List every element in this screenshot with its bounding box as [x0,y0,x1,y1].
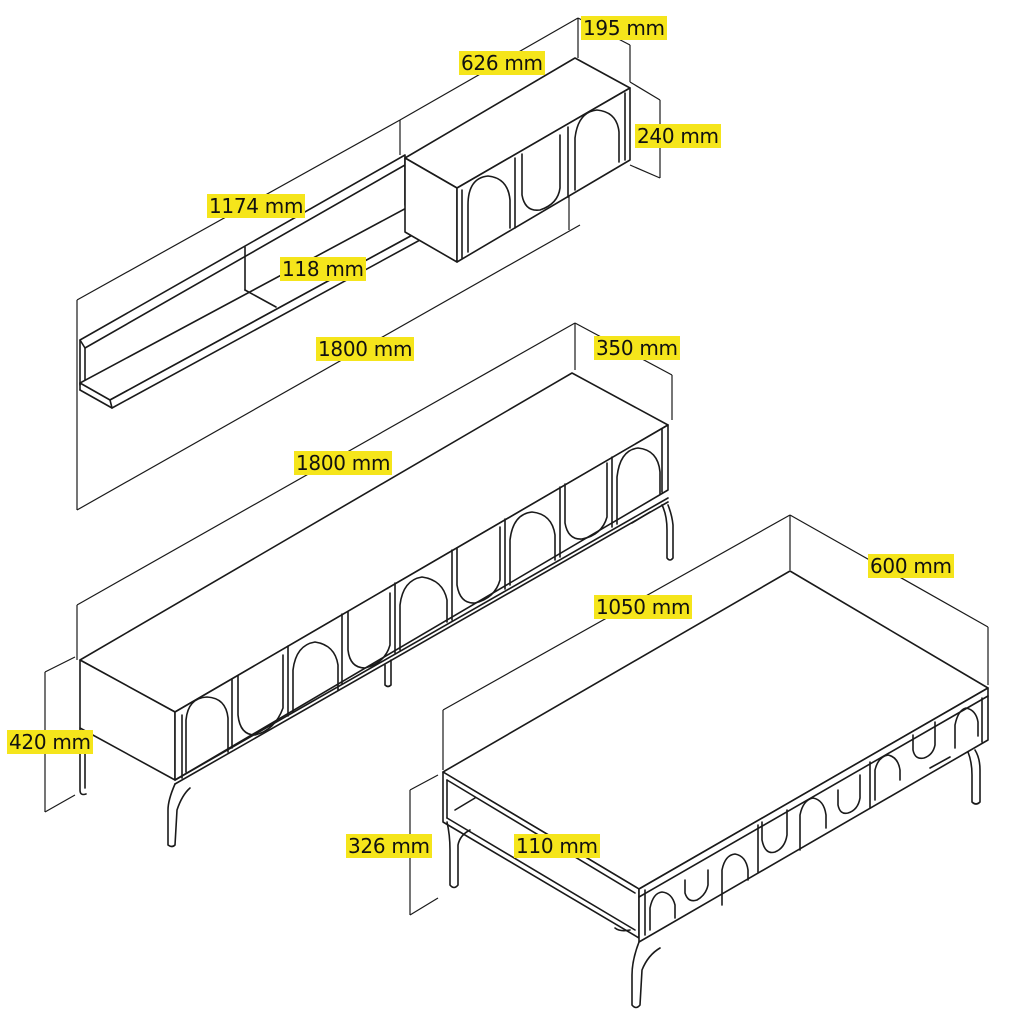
cabinet-height-label: 240 mm [635,124,721,148]
tv-stand [44,322,674,848]
coffee-table-length-label: 1050 mm [594,595,693,619]
tv-stand-depth-label: 350 mm [594,336,680,360]
tv-stand-height-label: 420 mm [7,730,93,754]
coffee-table-shelf-clearance-label: 110 mm [514,834,600,858]
coffee-table-width-label: 600 mm [868,554,954,578]
shelf-length-label: 1174 mm [207,194,306,218]
tv-stand-length-label: 1800 mm [294,451,393,475]
cabinet-depth-label: 195 mm [581,16,667,40]
coffee-table-height-label: 326 mm [346,834,432,858]
cabinet-width-label: 626 mm [459,51,545,75]
wall-unit-total-length-label: 1800 mm [316,337,415,361]
shelf-depth-label: 118 mm [280,257,366,281]
